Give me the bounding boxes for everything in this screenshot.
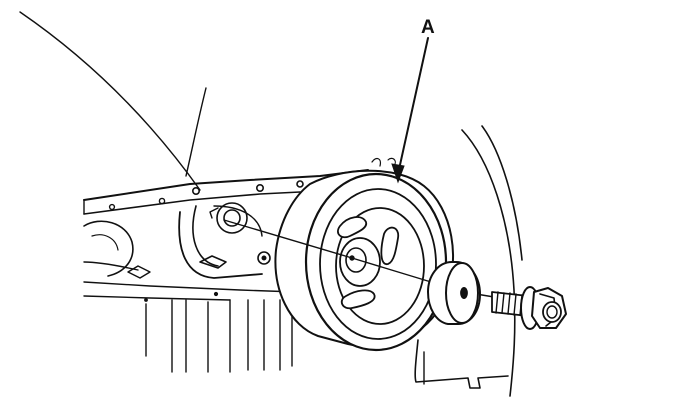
crankshaft-pulley: [274, 157, 455, 352]
flange-bolt: [491, 286, 567, 330]
washer: [427, 261, 481, 325]
callout-a: A: [391, 17, 435, 184]
inner-fender-panel: [414, 125, 523, 397]
callout-label-a: A: [421, 17, 435, 38]
engine-block: [19, 11, 369, 373]
